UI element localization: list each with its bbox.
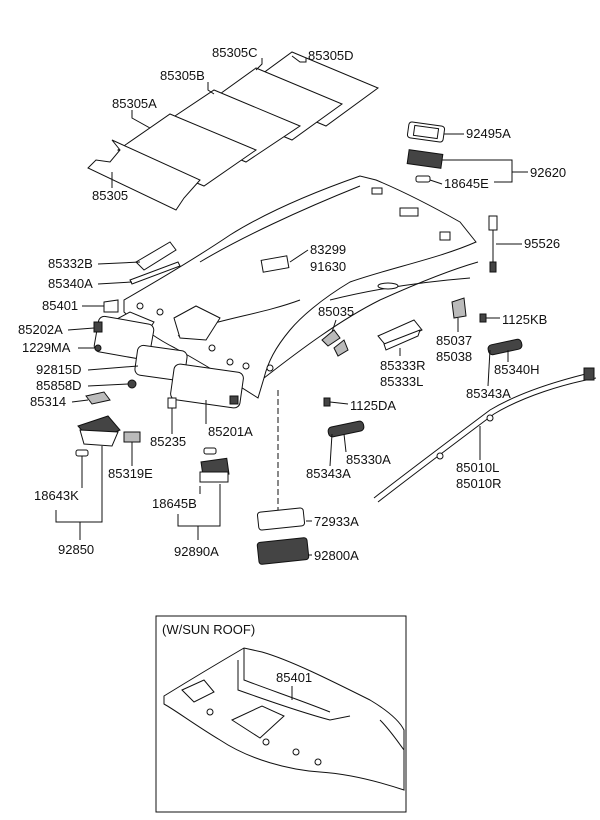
bulb-18645B <box>203 447 217 455</box>
label-92800A: 92800A <box>314 548 359 563</box>
label-85010R: 85010R <box>456 476 502 491</box>
bracket-85332B <box>135 241 177 271</box>
handle-85340H <box>487 338 523 356</box>
bulb-18645E <box>415 175 431 183</box>
label-85305A: 85305A <box>112 96 157 111</box>
label-92620: 92620 <box>530 165 566 180</box>
label-18645E: 18645E <box>444 176 489 191</box>
label-85333L: 85333L <box>380 374 423 389</box>
bulb-18643K <box>75 449 89 457</box>
label-85401: 85401 <box>42 298 78 313</box>
label-85037: 85037 <box>436 333 472 348</box>
label-85235: 85235 <box>150 434 186 449</box>
clip-85037 <box>451 297 467 319</box>
clip-85858D <box>127 379 137 389</box>
pad-85305C <box>204 67 344 141</box>
label-1229MA: 1229MA <box>22 340 71 355</box>
handle-85330A <box>327 420 365 438</box>
curtain-rail-85010 <box>373 367 597 503</box>
map-lamp-92850 <box>77 415 121 447</box>
label-85305B: 85305B <box>160 68 205 83</box>
label-1125DA: 1125DA <box>350 398 396 413</box>
headliner-85401 <box>103 175 479 399</box>
label-85305: 85305 <box>92 188 128 203</box>
label-85038: 85038 <box>436 349 472 364</box>
sunroof-inset: (W/SUN ROOF) 85401 <box>155 615 407 813</box>
label-85332B: 85332B <box>48 256 93 271</box>
label-92815D: 92815D <box>36 362 82 377</box>
label-85201A: 85201A <box>208 424 253 439</box>
screw-1125KB <box>479 313 487 323</box>
label-85858D: 85858D <box>36 378 82 393</box>
overhead-console-92495A <box>406 121 446 143</box>
lens-72933A <box>256 507 306 531</box>
screw-1229MA <box>94 344 102 352</box>
screw-1125DA <box>323 397 331 407</box>
pad-85401-tab <box>103 299 119 313</box>
label-85305C: 85305C <box>212 45 258 60</box>
bracket-85035 <box>321 329 349 357</box>
label-92890A: 92890A <box>174 544 219 559</box>
label-72933A: 72933A <box>314 514 359 529</box>
label-83299: 83299 <box>310 242 346 257</box>
inset-label-85401: 85401 <box>276 670 312 685</box>
pad-85305 <box>87 139 201 211</box>
inset-title: (W/SUN ROOF) <box>162 622 255 637</box>
pad-85305B <box>158 89 302 163</box>
label-85202A: 85202A <box>18 322 63 337</box>
room-lamp-92890A <box>199 457 230 483</box>
lens-85319E <box>123 431 141 443</box>
label-85330A: 85330A <box>346 452 391 467</box>
dome-lamp-92800A <box>256 537 310 565</box>
label-85340H: 85340H <box>494 362 540 377</box>
label-85343A-right: 85343A <box>466 386 511 401</box>
label-85035: 85035 <box>318 304 354 319</box>
label-85319E: 85319E <box>108 466 153 481</box>
label-85343A-center: 85343A <box>306 466 351 481</box>
label-95526: 95526 <box>524 236 560 251</box>
label-85314: 85314 <box>30 394 66 409</box>
label-92495A: 92495A <box>466 126 511 141</box>
pad-85305A <box>116 113 258 187</box>
holder-85314 <box>85 391 111 405</box>
label-85333R: 85333R <box>380 358 426 373</box>
label-91630: 91630 <box>310 259 346 274</box>
strip-85340A <box>129 261 181 285</box>
label-1125KB: 1125KB <box>502 312 547 327</box>
label-85340A: 85340A <box>48 276 93 291</box>
label-18645B: 18645B <box>152 496 197 511</box>
label-85305D: 85305D <box>308 48 354 63</box>
label-18643K: 18643K <box>34 488 79 503</box>
label-92850: 92850 <box>58 542 94 557</box>
bracket-85333 <box>377 319 423 351</box>
hook-85235 <box>167 397 177 409</box>
antenna-95526 <box>488 215 498 273</box>
visor-85201A <box>170 363 244 409</box>
lamp-92620 <box>406 149 444 169</box>
label-85010L: 85010L <box>456 460 499 475</box>
